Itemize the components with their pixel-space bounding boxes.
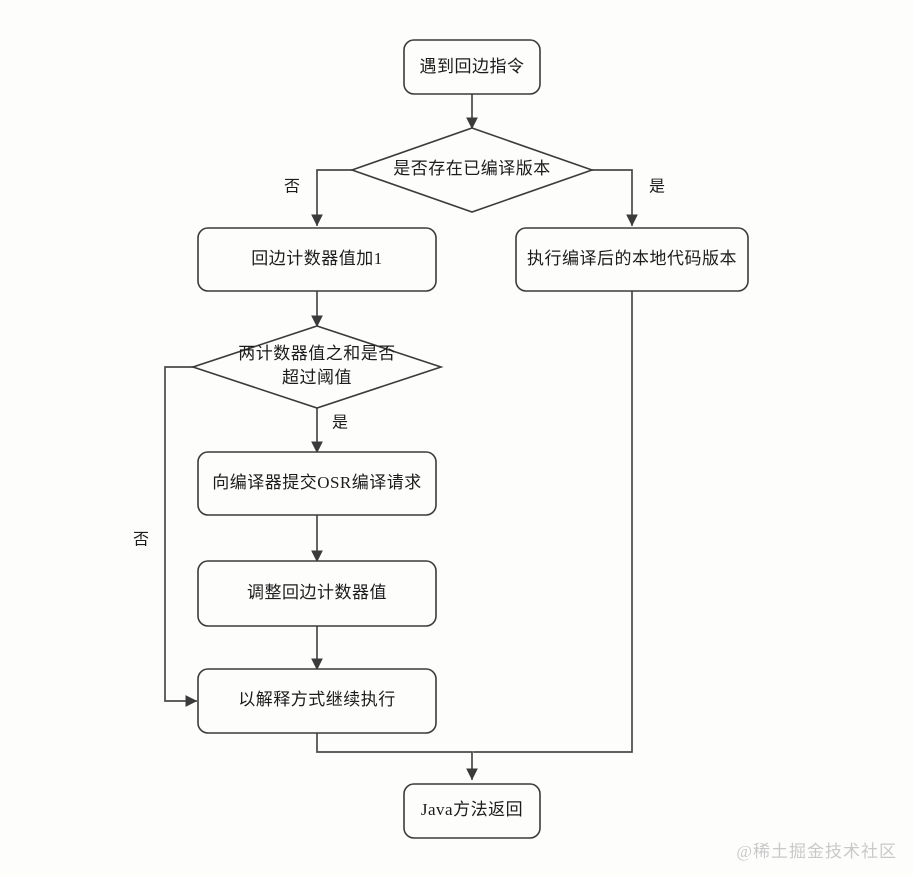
node-interpret[interactable]: 以解释方式继续执行 xyxy=(197,668,437,734)
edge-run-native-to-return xyxy=(473,290,633,753)
node-run-native-label: 执行编译后的本地代码版本 xyxy=(527,249,737,268)
node-submit-osr-shape xyxy=(197,451,437,516)
edge-label-over-threshold-yes: 是 xyxy=(332,415,348,432)
node-submit-osr-label: 向编译器提交OSR编译请求 xyxy=(212,473,422,492)
node-adjust-counter[interactable]: 调整回边计数器值 xyxy=(197,560,437,627)
node-run-native-shape xyxy=(515,227,749,292)
node-start-shape xyxy=(403,39,541,95)
node-start[interactable]: 遇到回边指令 xyxy=(403,39,541,95)
node-adjust-counter-shape xyxy=(197,560,437,627)
edge-over-thresh-no-loop xyxy=(164,366,233,707)
edge-has-compiled-yes xyxy=(591,169,638,227)
node-inc-counter[interactable]: 回边计数器值加1 xyxy=(197,227,437,292)
node-inc-counter-label: 回边计数器值加1 xyxy=(251,249,383,268)
node-inc-counter-shape xyxy=(197,227,437,292)
node-java-return[interactable]: Java方法返回 xyxy=(403,783,541,839)
node-submit-osr[interactable]: 向编译器提交OSR编译请求 xyxy=(197,451,437,516)
node-java-return-shape xyxy=(403,783,541,839)
edge-label-has-compiled-yes: 是 xyxy=(649,179,665,196)
node-over-threshold-shape xyxy=(190,325,444,409)
node-over-threshold[interactable]: 两计数器值之和是否 超过阈值 xyxy=(190,325,444,409)
node-adjust-counter-label: 调整回边计数器值 xyxy=(247,583,387,602)
edge-label-over-threshold-no: 否 xyxy=(133,532,149,549)
edge-interpret-to-return xyxy=(316,732,478,781)
node-interpret-shape xyxy=(197,668,437,734)
node-start-label: 遇到回边指令 xyxy=(420,57,525,76)
watermark: @稀土掘金技术社区 xyxy=(736,842,897,861)
edge-has-compiled-no xyxy=(311,169,353,227)
edge-label-has-compiled-no: 否 xyxy=(284,179,300,196)
node-interpret-label: 以解释方式继续执行 xyxy=(238,690,396,709)
node-run-native[interactable]: 执行编译后的本地代码版本 xyxy=(515,227,749,292)
node-over-threshold-label-line2: 超过阈值 xyxy=(282,368,352,387)
node-has-compiled-label: 是否存在已编译版本 xyxy=(393,159,551,178)
node-java-return-label: Java方法返回 xyxy=(421,800,523,819)
node-has-compiled[interactable]: 是否存在已编译版本 xyxy=(349,127,595,213)
node-over-threshold-label-line1: 两计数器值之和是否 xyxy=(238,344,396,363)
node-has-compiled-shape xyxy=(349,127,595,213)
